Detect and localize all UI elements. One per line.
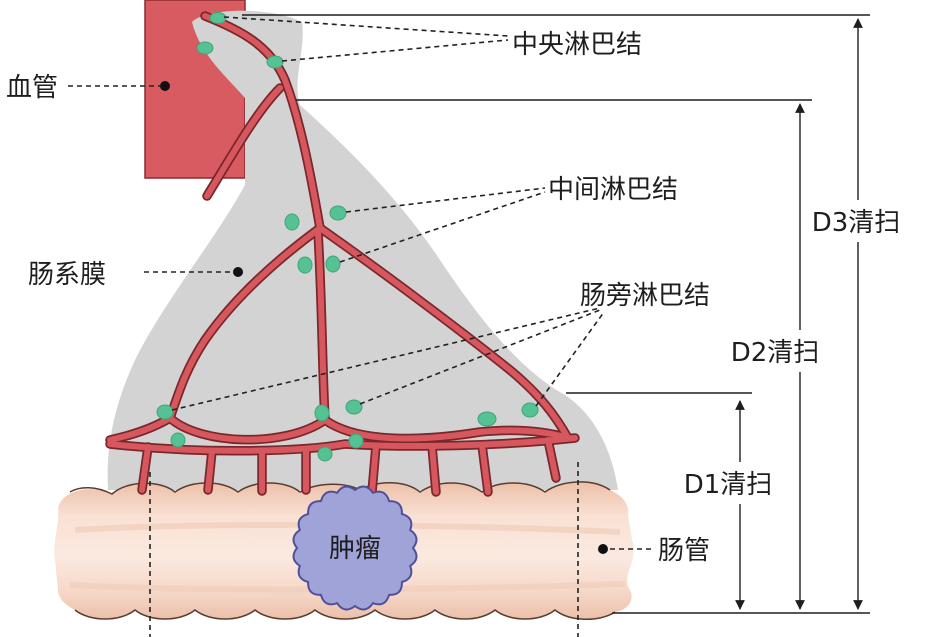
intermediate-lymph-nodes — [284, 205, 347, 274]
vasa-recta — [479, 442, 491, 495]
vessel-stump — [204, 85, 283, 199]
lymph-node — [314, 404, 330, 422]
central-nodes-leader — [281, 39, 509, 62]
vasa-recta — [205, 448, 215, 493]
vessel-middle-branch — [315, 229, 328, 423]
tumor-label: 肿瘤 — [329, 534, 381, 564]
lymph-node — [297, 256, 313, 274]
mesentery — [107, 10, 619, 491]
vessel-arcade — [167, 415, 328, 443]
lymph-node — [345, 399, 363, 415]
d3-label: D3清扫 — [812, 208, 901, 238]
paracolic-nodes-label: 肠旁淋巴结 — [580, 281, 710, 311]
lymph-node — [348, 433, 364, 449]
lymph-node — [329, 205, 347, 221]
vessel-arcade — [107, 415, 173, 443]
lymph-node — [521, 402, 539, 418]
d2-label-bg — [716, 330, 834, 372]
d1-label: D1清扫 — [684, 470, 773, 500]
vasa-recta — [139, 444, 151, 493]
vessel-trunk — [202, 13, 323, 231]
bowel-label: 肠管 — [658, 536, 710, 566]
vessel-tree — [105, 11, 580, 497]
bowel-bottom-edge — [74, 609, 616, 620]
lymph-node — [209, 12, 227, 24]
mesentery-pointer-dot — [233, 267, 243, 277]
intermediate-nodes-label: 中间淋巴结 — [548, 175, 678, 205]
lymph-node — [170, 432, 186, 448]
vasa-recta — [429, 443, 439, 495]
intermediate-nodes-leader — [339, 191, 546, 263]
lymph-node — [317, 446, 333, 462]
lymph-node — [477, 411, 497, 427]
lymph-node — [196, 41, 214, 55]
tumor-shape — [292, 485, 418, 611]
vessel-marginal — [107, 435, 578, 454]
vessel-arcade — [322, 417, 571, 442]
d2-label: D2清扫 — [731, 338, 820, 368]
lymph-node — [156, 404, 174, 420]
d3-label-bg — [806, 200, 906, 242]
vasa-recta — [369, 443, 379, 495]
vessel-label: 血管 — [6, 73, 58, 103]
central-lymph-nodes — [196, 12, 284, 69]
central-nodes-leader — [223, 16, 509, 37]
lymph-node — [284, 213, 300, 231]
paracolic-lymph-nodes — [156, 399, 539, 462]
mesentery-label: 肠系膜 — [28, 260, 106, 290]
vessel-left-branch — [167, 225, 323, 421]
paracolic-nodes-leader — [535, 311, 605, 407]
dissection-range-guides — [242, 14, 870, 614]
central-nodes-label: 中央淋巴结 — [512, 30, 642, 60]
tumor: 肿瘤 — [292, 485, 418, 611]
intermediate-nodes-leader — [345, 187, 546, 213]
vasa-recta — [545, 437, 559, 481]
vessel-right-branch — [317, 225, 571, 441]
leader-lines — [68, 16, 652, 637]
lymph-node — [266, 55, 284, 69]
paracolic-nodes-leader — [359, 309, 601, 405]
d1-label-bg — [668, 462, 788, 504]
vessel-pointer-dot — [160, 81, 170, 91]
paracolic-nodes-leader — [171, 307, 601, 411]
bowel-pointer-dot — [598, 544, 608, 554]
lymph-node — [325, 255, 341, 273]
